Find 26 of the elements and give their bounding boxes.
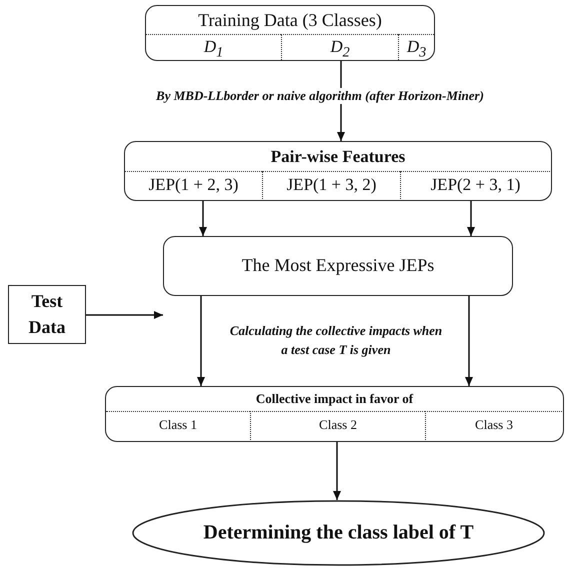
table-cell: Class 3 [425,411,562,440]
table-cell: D$_{3}$ [398,34,434,60]
table-cell: D$_{2}$ [281,34,398,60]
result-ellipse [132,500,545,566]
box-heading: Training Data (3 Classes) [198,10,382,30]
table-cell: D$_{1}$ [146,34,281,60]
box-heading: Collective impact in favor of [256,391,414,406]
arrow [86,311,163,319]
process-box [105,386,564,442]
arrow [467,201,475,236]
box-heading: Pair-wise Features [270,147,406,166]
arrow [465,296,473,386]
arrow [197,296,205,386]
table-cell: Class 2 [250,411,425,440]
arrow [333,442,341,500]
table-cell: Class 1 [106,411,250,440]
table-cell: JEP(1 + 2, 3) [125,171,262,199]
process-box [145,5,435,61]
arrow [199,201,207,236]
result-text: Determining the class label of T [202,522,475,544]
box-heading: The Most Expressive JEPs [242,255,434,275]
process-box [124,141,552,201]
process-box [163,236,513,296]
input-box: Test Data [8,285,86,344]
table-cell: JEP(1 + 3, 2) [262,171,400,199]
table-cell: JEP(2 + 3, 1) [400,171,550,199]
